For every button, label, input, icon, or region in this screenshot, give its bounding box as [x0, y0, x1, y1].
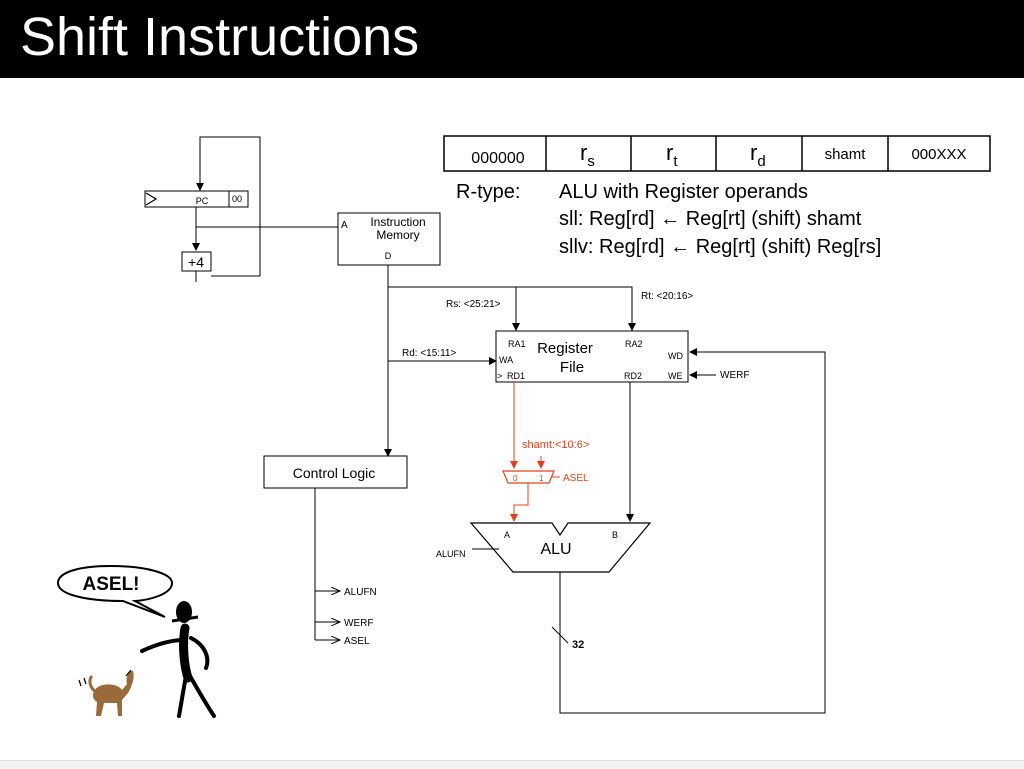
regfile-wa: WA [499, 355, 513, 365]
alu-label: ALU [540, 541, 571, 558]
imem-port-a: A [341, 220, 348, 231]
rs-field-label: Rs: <25:21> [446, 299, 501, 310]
asel-path: shamt:<10:6> 0 1 ASEL [502, 382, 589, 522]
register-file: Register File RA1 RA2 WA WD > RD1 RD2 WE… [495, 330, 749, 383]
instruction-bus: Rs: <25:21> Rt: <20:16> Rd: <15:11> [384, 265, 693, 457]
alu: A B ALU ALUFN [436, 522, 652, 573]
imem-title-2: Memory [376, 228, 419, 242]
pc-section: PC 00 +4 [144, 136, 338, 282]
pc-label: PC [196, 196, 209, 206]
title-bar: Shift Instructions [0, 0, 1024, 78]
stick-figure-icon [140, 601, 216, 718]
field-opcode: 000000 [471, 150, 524, 167]
field-rd: rd [750, 140, 766, 170]
control-logic: Control Logic ALUFN WERF ASEL [263, 455, 408, 647]
mux-input-1: 1 [539, 474, 544, 483]
regfile-we: WE [668, 371, 683, 381]
footer-line [0, 760, 1024, 769]
shamt-field-label: shamt:<10:6> [522, 439, 589, 451]
desc-line-2: sll: Reg[rd] ← Reg[rt] (shift) shamt [559, 208, 862, 230]
regfile-rd2: RD2 [624, 371, 642, 381]
bus-width-label: 32 [572, 639, 584, 651]
asel-mux [502, 470, 555, 484]
regfile-title-2: File [560, 359, 584, 376]
slide-title: Shift Instructions [20, 7, 420, 67]
regfile-rd1: RD1 [507, 371, 525, 381]
description: R-type: ALU with Register operands sll: … [456, 181, 881, 258]
instruction-format-table: 000000 rs rt rd shamt 000XXX [443, 135, 991, 172]
instruction-memory: A Instruction Memory D [337, 212, 441, 266]
mux-select-label: ASEL [563, 473, 589, 484]
dog-icon [78, 669, 134, 716]
desc-line-1: ALU with Register operands [559, 181, 808, 203]
type-label: R-type: [456, 181, 520, 203]
writeback-path: 32 [551, 348, 826, 714]
imem-port-d: D [385, 251, 392, 261]
regfile-ra1: RA1 [508, 339, 526, 349]
pc-low-bits: 00 [232, 194, 242, 204]
mux-input-0: 0 [513, 474, 518, 483]
desc-line-3: sllv: Reg[rd] ← Reg[rt] (shift) Reg[rs] [559, 236, 881, 258]
regfile-title-1: Register [537, 340, 593, 357]
imem-title-1: Instruction [370, 215, 425, 229]
field-rt: rt [666, 140, 678, 170]
rd-field-label: Rd: <15:11> [402, 348, 456, 359]
field-rs: rs [580, 140, 595, 170]
regfile-clk: > [497, 371, 502, 381]
field-shamt: shamt [825, 146, 867, 163]
alufn-input-label: ALUFN [436, 549, 466, 559]
control-logic-label: Control Logic [293, 465, 376, 481]
control-output-asel: ASEL [344, 636, 370, 647]
control-output-werf: WERF [344, 618, 373, 629]
werf-input-label: WERF [720, 370, 749, 381]
regfile-ra2: RA2 [625, 339, 643, 349]
adder-plus4: +4 [188, 254, 204, 270]
field-funct: 000XXX [911, 146, 966, 163]
speech-bubble: ASEL! [56, 564, 174, 618]
alu-port-a: A [504, 530, 510, 540]
control-output-alufn: ALUFN [344, 587, 377, 598]
speech-text: ASEL! [83, 574, 140, 595]
regfile-wd: WD [668, 351, 683, 361]
alu-port-b: B [612, 530, 618, 540]
rt-field-label: Rt: <20:16> [641, 291, 693, 302]
